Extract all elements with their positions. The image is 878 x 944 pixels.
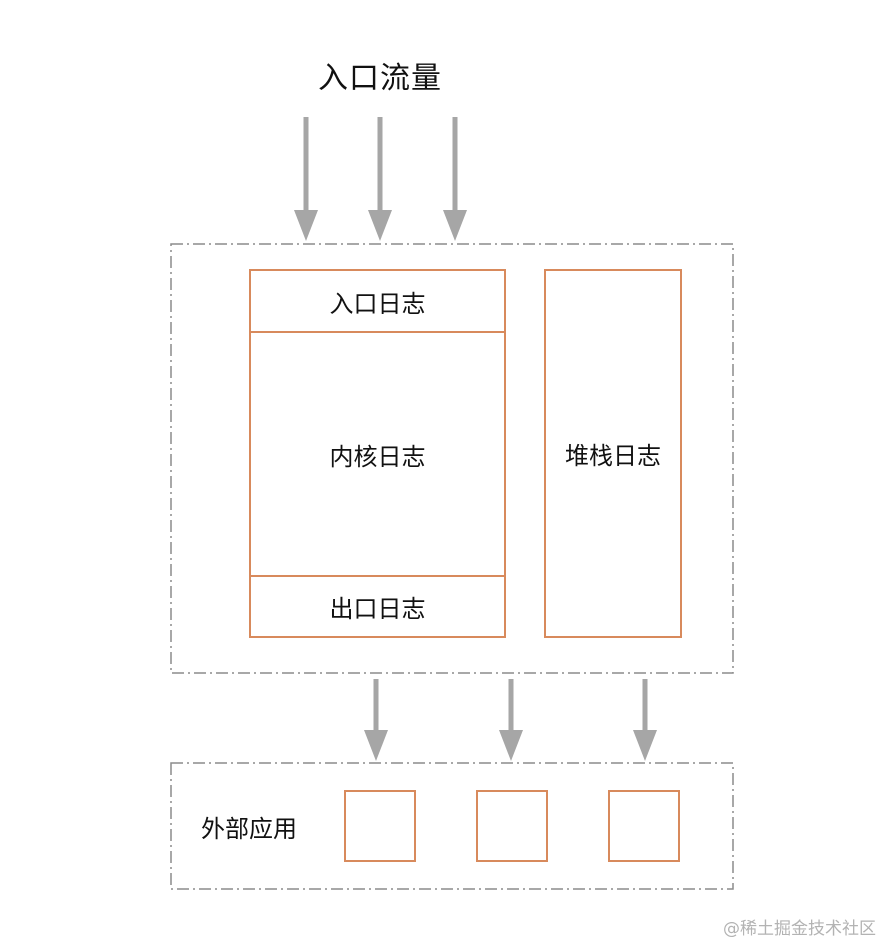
kernel-log-box: 内核日志 xyxy=(251,333,504,577)
log-column: 入口日志 内核日志 出口日志 xyxy=(249,269,506,638)
external-app-box-3 xyxy=(608,790,680,862)
incoming-arrow-1 xyxy=(294,117,318,241)
diagram-title: 入口流量 xyxy=(318,61,442,96)
outgoing-arrow-3 xyxy=(633,679,657,761)
incoming-arrow-2 xyxy=(368,117,392,241)
external-app-box-1 xyxy=(344,790,416,862)
external-app-box-2 xyxy=(476,790,548,862)
stack-log-box: 堆栈日志 xyxy=(544,269,682,638)
exit-log-box: 出口日志 xyxy=(329,595,426,623)
external-apps-label: 外部应用 xyxy=(201,814,297,843)
incoming-arrow-3 xyxy=(443,117,467,241)
external-apps-boundary xyxy=(170,762,734,890)
outgoing-arrow-1 xyxy=(364,679,388,761)
system-boundary xyxy=(170,243,734,674)
watermark: @稀土掘金技术社区 xyxy=(723,918,876,939)
entry-log-box: 入口日志 xyxy=(251,271,504,333)
outgoing-arrow-2 xyxy=(499,679,523,761)
